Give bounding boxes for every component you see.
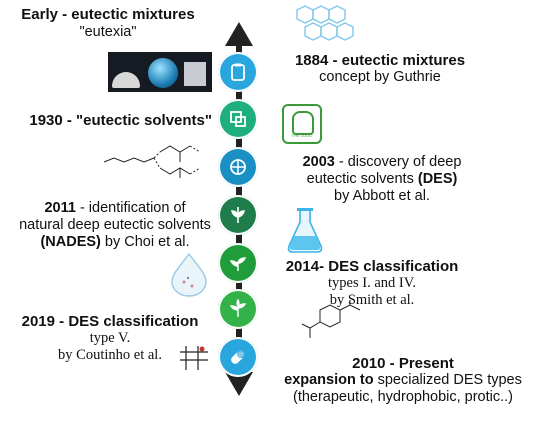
event-1884-year: 1884 - eutectic mixtures	[294, 52, 466, 69]
event-2010: 2010 - Present expansion to specialized …	[258, 355, 548, 406]
event-2010-desc-2: (therapeutic, hydrophobic, protic..)	[292, 389, 514, 405]
event-2003-desc-2: eutectic solvents	[306, 171, 414, 187]
pill-icon	[218, 337, 258, 377]
event-2011-year: 2011	[44, 200, 76, 216]
logo-text: THE LOGO	[291, 133, 313, 138]
event-2011: 2011 - identification of natural deep eu…	[10, 200, 220, 251]
event-2003-desc-2-bold: (DES)	[413, 171, 458, 187]
hexagon-network-icon	[296, 5, 354, 41]
event-2014-desc-2: by Smith et al.	[329, 292, 415, 308]
event-1930-year: 1930 - "eutectic solvents"	[29, 112, 212, 129]
copy-icon	[218, 99, 258, 139]
leaf-icon	[218, 243, 258, 283]
event-2003: 2003 - discovery of deep eutectic solven…	[262, 154, 502, 205]
event-2010-desc-1-bold: expansion to	[284, 372, 374, 388]
event-early-year: Early - eutectic mixtures	[21, 6, 195, 23]
ibuprofen-structure-icon	[301, 300, 361, 338]
logo-icon: THE LOGO	[282, 104, 322, 144]
event-2011-desc-2: natural deep eutectic solvents	[19, 217, 211, 233]
crosshair-icon	[218, 147, 258, 187]
event-early-desc: "eutexia"	[79, 24, 137, 40]
plant-icon	[218, 289, 258, 329]
event-2014-desc-1: types I. and IV.	[328, 275, 416, 291]
event-2014: 2014- DES classification types I. and IV…	[272, 258, 472, 309]
event-2019-year: 2019 - DES classification	[21, 313, 199, 330]
event-2011-desc-3-bold: (NADES)	[40, 234, 101, 250]
eutectic-sample-photo	[108, 52, 212, 92]
leaf-icon	[218, 195, 258, 235]
flask-icon	[287, 208, 323, 253]
event-2019: 2019 - DES classification type V. by Cou…	[10, 313, 210, 364]
document-icon	[218, 52, 258, 92]
event-2003-desc-1: - discovery of deep	[334, 154, 462, 170]
event-2010-desc-1: specialized DES types	[373, 372, 522, 388]
event-2003-year: 2003	[302, 154, 335, 170]
event-1884-desc: concept by Guthrie	[319, 69, 441, 85]
molecule-structure-icon	[103, 145, 201, 178]
event-2019-desc-1: type V.	[89, 330, 131, 346]
event-2011-desc-3: by Choi et al.	[100, 234, 190, 250]
event-2003-desc-3: by Abbott et al.	[334, 188, 430, 204]
droplet-icon	[171, 252, 207, 297]
event-2019-desc-2: by Coutinho et al.	[58, 347, 162, 363]
event-2014-year: 2014- DES classification	[285, 258, 459, 275]
small-molecule-icon	[180, 346, 208, 370]
arrow-up-icon	[225, 22, 253, 46]
event-2011-desc-1: - identification of	[75, 200, 186, 216]
event-2010-year: 2010 - Present	[352, 355, 454, 372]
event-1884: 1884 - eutectic mixtures concept by Guth…	[270, 52, 490, 86]
